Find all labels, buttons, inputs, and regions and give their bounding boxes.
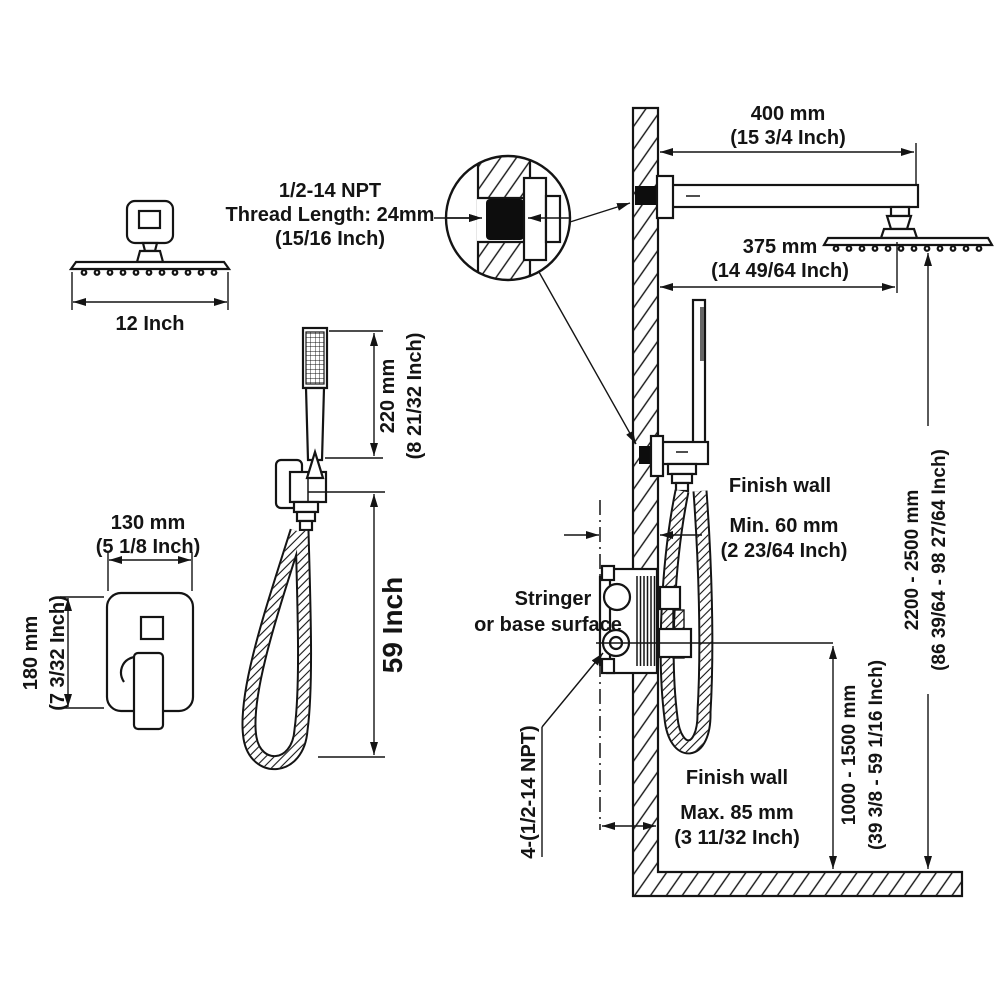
label-stringer-line2: or base surface (474, 614, 622, 636)
nozzle-row-side (832, 245, 983, 252)
hose-left (241, 528, 313, 771)
nozzle-row (80, 269, 218, 276)
label-trim-height-in: (7 3/32 Inch) (47, 595, 69, 711)
rain-head-front-view (68, 199, 232, 276)
label-min-depth-in: (2 23/64 Inch) (721, 540, 848, 562)
label-trim-width-in: (5 1/8 Inch) (96, 536, 200, 558)
label-thread-line2: Thread Length: 24mm (226, 204, 435, 226)
dim-trim-height: 180 mm (7 3/32 Inch) (20, 595, 104, 711)
wall-section (631, 106, 964, 898)
label-min-depth-mm: Min. 60 mm (730, 515, 839, 537)
label-max-depth-in: (3 11/32 Inch) (674, 827, 800, 849)
label-ports-note: 4-(1/2-14 NPT) (518, 725, 540, 858)
dim-trim-width: 130 mm (5 1/8 Inch) (96, 512, 200, 591)
hand-shower-on-wall (639, 298, 710, 493)
ports-note: 4-(1/2-14 NPT) (518, 652, 604, 859)
rain-shower-head-side (822, 205, 994, 252)
label-handshower-in: (8 21/32 Inch) (404, 333, 426, 460)
dim-valve-height: 1000 - 1500 mm (39 3/8 - 59 1/16 Inch) (829, 646, 887, 869)
label-finish-wall-bottom: Finish wall (686, 767, 788, 789)
label-thread-line3: (15/16 Inch) (275, 228, 385, 250)
dim-min-depth: Finish wall Min. 60 mm (2 23/64 Inch) (564, 475, 847, 562)
label-finish-wall-top: Finish wall (729, 475, 831, 497)
dim-hose-length: 59 Inch (308, 491, 408, 758)
label-valve-height-mm: 1000 - 1500 mm (839, 685, 860, 826)
dim-handshower-length: 220 mm (8 21/32 Inch) (325, 330, 426, 460)
label-head-height-in: (86 39/64 - 98 27/64 Inch) (929, 449, 950, 671)
label-valve-height-in: (39 3/8 - 59 1/16 Inch) (866, 660, 887, 850)
handheld-shower (274, 326, 329, 532)
label-handshower-mm: 220 mm (377, 359, 399, 434)
label-head-center-in: (14 49/64 Inch) (711, 260, 849, 282)
dim-head-center: 375 mm (14 49/64 Inch) (660, 236, 898, 293)
dim-arm-reach: 400 mm (15 3/4 Inch) (660, 103, 917, 184)
label-arm-reach-mm: 400 mm (751, 103, 826, 125)
detail-circle (444, 154, 637, 445)
label-trim-width-mm: 130 mm (111, 512, 186, 534)
dim-max-depth: Finish wall Max. 85 mm (3 11/32 Inch) (602, 767, 800, 849)
label-head-width: 12 Inch (116, 313, 185, 335)
dim-head-height: 2200 - 2500 mm (86 39/64 - 98 27/64 Inch… (902, 253, 950, 869)
valve-trim (105, 591, 195, 731)
shower-arm (635, 174, 920, 220)
label-hose-length: 59 Inch (377, 577, 408, 673)
label-head-center-mm: 375 mm (743, 236, 818, 258)
label-thread-line1: 1/2-14 NPT (279, 180, 381, 202)
label-trim-height-mm: 180 mm (20, 616, 42, 691)
label-stringer-line1: Stringer (515, 588, 592, 610)
label-arm-reach-in: (15 3/4 Inch) (730, 127, 846, 149)
label-head-height-mm: 2200 - 2500 mm (902, 490, 923, 631)
label-max-depth-mm: Max. 85 mm (680, 802, 793, 824)
dim-head-width: 12 Inch (71, 272, 229, 335)
thread-note: 1/2-14 NPT Thread Length: 24mm (15/16 In… (226, 180, 482, 250)
stringer-note: Stringer or base surface (474, 588, 622, 636)
